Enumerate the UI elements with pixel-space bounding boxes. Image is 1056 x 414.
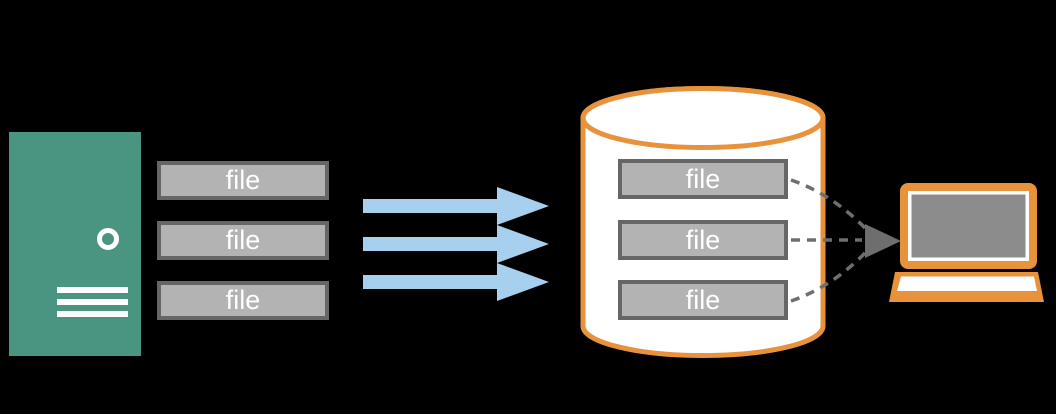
server-file-box-2: file bbox=[157, 221, 329, 260]
server-file-box-3: file bbox=[157, 281, 329, 320]
laptop-screen bbox=[911, 194, 1026, 258]
server-file-box-1: file bbox=[157, 161, 329, 200]
cylinder-top bbox=[580, 86, 826, 150]
transfer-arrow-1 bbox=[363, 187, 549, 225]
retrieval-line-1 bbox=[790, 178, 868, 231]
vent-line-icon bbox=[57, 311, 128, 317]
laptop-keyboard-strip bbox=[897, 276, 1037, 291]
server-tower-icon bbox=[9, 132, 141, 356]
retrieval-line-3 bbox=[790, 250, 868, 303]
vent-line-icon bbox=[57, 287, 128, 293]
datastore-file-box-1: file bbox=[618, 159, 788, 199]
file-label: file bbox=[225, 225, 261, 255]
file-label: file bbox=[685, 163, 721, 194]
vent-line-icon bbox=[57, 299, 128, 305]
file-label: file bbox=[225, 285, 261, 315]
retrieval-arrowhead bbox=[865, 224, 901, 258]
file-label: file bbox=[685, 284, 721, 315]
file-label: file bbox=[685, 224, 721, 255]
datastore-file-box-3: file bbox=[618, 280, 788, 320]
file-label: file bbox=[225, 165, 261, 195]
laptop-icon bbox=[889, 183, 1044, 302]
power-button-icon bbox=[97, 228, 119, 250]
transfer-arrow-2 bbox=[363, 225, 549, 263]
datastore-file-box-2: file bbox=[618, 220, 788, 260]
transfer-arrow-3 bbox=[363, 263, 549, 301]
